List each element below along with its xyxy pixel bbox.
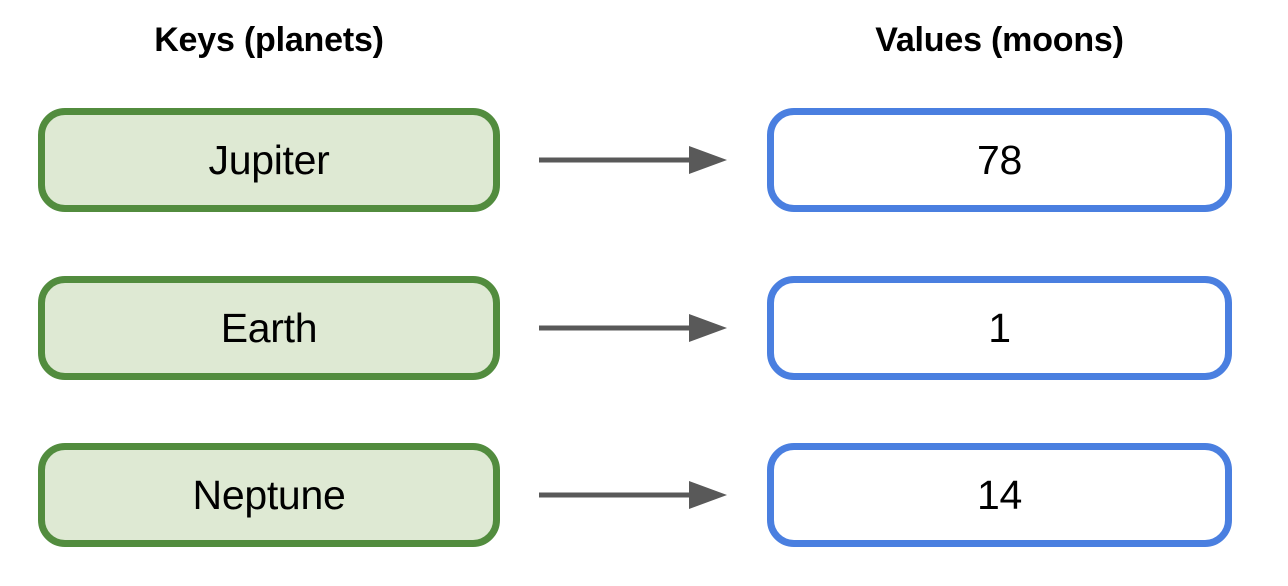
key-box[interactable]: Jupiter <box>38 108 500 212</box>
keys-column-header: Keys (planets) <box>154 21 384 59</box>
value-label: 78 <box>976 136 1022 183</box>
key-label: Neptune <box>192 471 346 518</box>
key-box[interactable]: Neptune <box>38 443 500 547</box>
arrow-right-icon <box>537 306 729 350</box>
mapping-row: Neptune 14 <box>0 443 1288 547</box>
key-label: Earth <box>220 304 318 351</box>
key-box[interactable]: Earth <box>38 276 500 380</box>
arrow-right-icon <box>537 473 729 517</box>
value-box[interactable]: 1 <box>767 276 1232 380</box>
arrow-right-icon <box>537 138 729 182</box>
value-label: 1 <box>988 304 1011 351</box>
value-label: 14 <box>976 471 1022 518</box>
value-box[interactable]: 14 <box>767 443 1232 547</box>
values-column-header: Values (moons) <box>875 21 1124 59</box>
mapping-row: Jupiter 78 <box>0 108 1288 212</box>
key-label: Jupiter <box>208 136 330 183</box>
mapping-row: Earth 1 <box>0 276 1288 380</box>
value-box[interactable]: 78 <box>767 108 1232 212</box>
